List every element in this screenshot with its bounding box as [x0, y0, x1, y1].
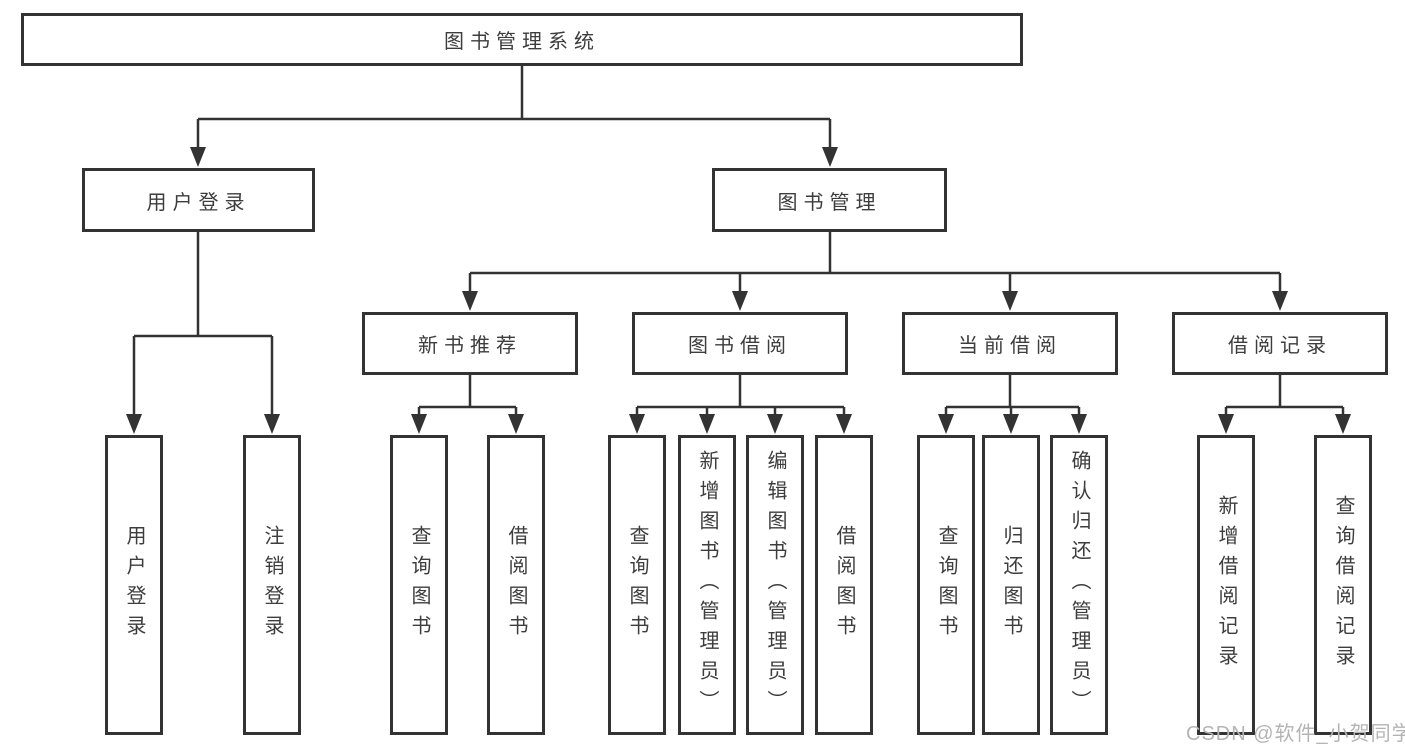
- node-library-management-system: 图书管理系统: [21, 13, 1023, 66]
- leaf-label: 归还图书: [1000, 525, 1022, 645]
- leaf-label: 查询图书: [935, 525, 957, 645]
- node-label: 用户登录: [146, 191, 251, 214]
- leaf-label: 查询借阅记录: [1332, 495, 1354, 675]
- leaf-query-books-borrow: 查询图书: [608, 435, 666, 735]
- leaf-label: 编辑图书（管理员）: [764, 450, 786, 720]
- leaf-borrow-books: 借阅图书: [815, 435, 873, 735]
- leaf-edit-books-admin: 编辑图书（管理员）: [746, 435, 804, 735]
- node-label: 图书借阅: [688, 335, 792, 357]
- leaf-label: 查询图书: [408, 525, 430, 645]
- leaf-query-books-current: 查询图书: [917, 435, 975, 735]
- node-borrow-records: 借阅记录: [1172, 312, 1388, 375]
- leaf-add-borrow-record: 新增借阅记录: [1197, 435, 1255, 735]
- node-label: 新书推荐: [418, 335, 522, 357]
- leaf-label: 用户登录: [123, 525, 145, 645]
- node-label: 图书管理系统: [444, 31, 600, 53]
- leaf-label: 查询图书: [626, 525, 648, 645]
- leaf-label: 确认归还（管理员）: [1068, 450, 1090, 720]
- leaf-label: 新增图书（管理员）: [696, 450, 718, 720]
- leaf-logout: 注销登录: [243, 435, 301, 735]
- node-label: 当前借阅: [958, 335, 1062, 357]
- leaf-confirm-return-admin: 确认归还（管理员）: [1050, 435, 1108, 735]
- node-new-book-recommend: 新书推荐: [362, 312, 578, 375]
- leaf-add-books-admin: 新增图书（管理员）: [678, 435, 736, 735]
- leaf-label: 注销登录: [261, 525, 283, 645]
- node-book-management: 图书管理: [712, 168, 947, 232]
- leaf-label: 新增借阅记录: [1215, 495, 1237, 675]
- leaf-query-books-recommend: 查询图书: [390, 435, 448, 735]
- leaf-return-books: 归还图书: [982, 435, 1040, 735]
- leaf-label: 借阅图书: [833, 525, 855, 645]
- leaf-query-borrow-record: 查询借阅记录: [1314, 435, 1372, 735]
- csdn-watermark: CSDN @软件_小贺同学: [1186, 723, 1405, 745]
- node-user-login: 用户登录: [82, 168, 315, 232]
- leaf-user-login: 用户登录: [105, 435, 163, 735]
- node-label: 借阅记录: [1228, 335, 1332, 357]
- node-label: 图书管理: [777, 191, 882, 214]
- node-current-borrow: 当前借阅: [902, 312, 1118, 375]
- arrowheads: [126, 147, 1351, 434]
- leaf-borrow-books-recommend: 借阅图书: [487, 435, 545, 735]
- node-book-borrow: 图书借阅: [632, 312, 848, 375]
- leaf-label: 借阅图书: [505, 525, 527, 645]
